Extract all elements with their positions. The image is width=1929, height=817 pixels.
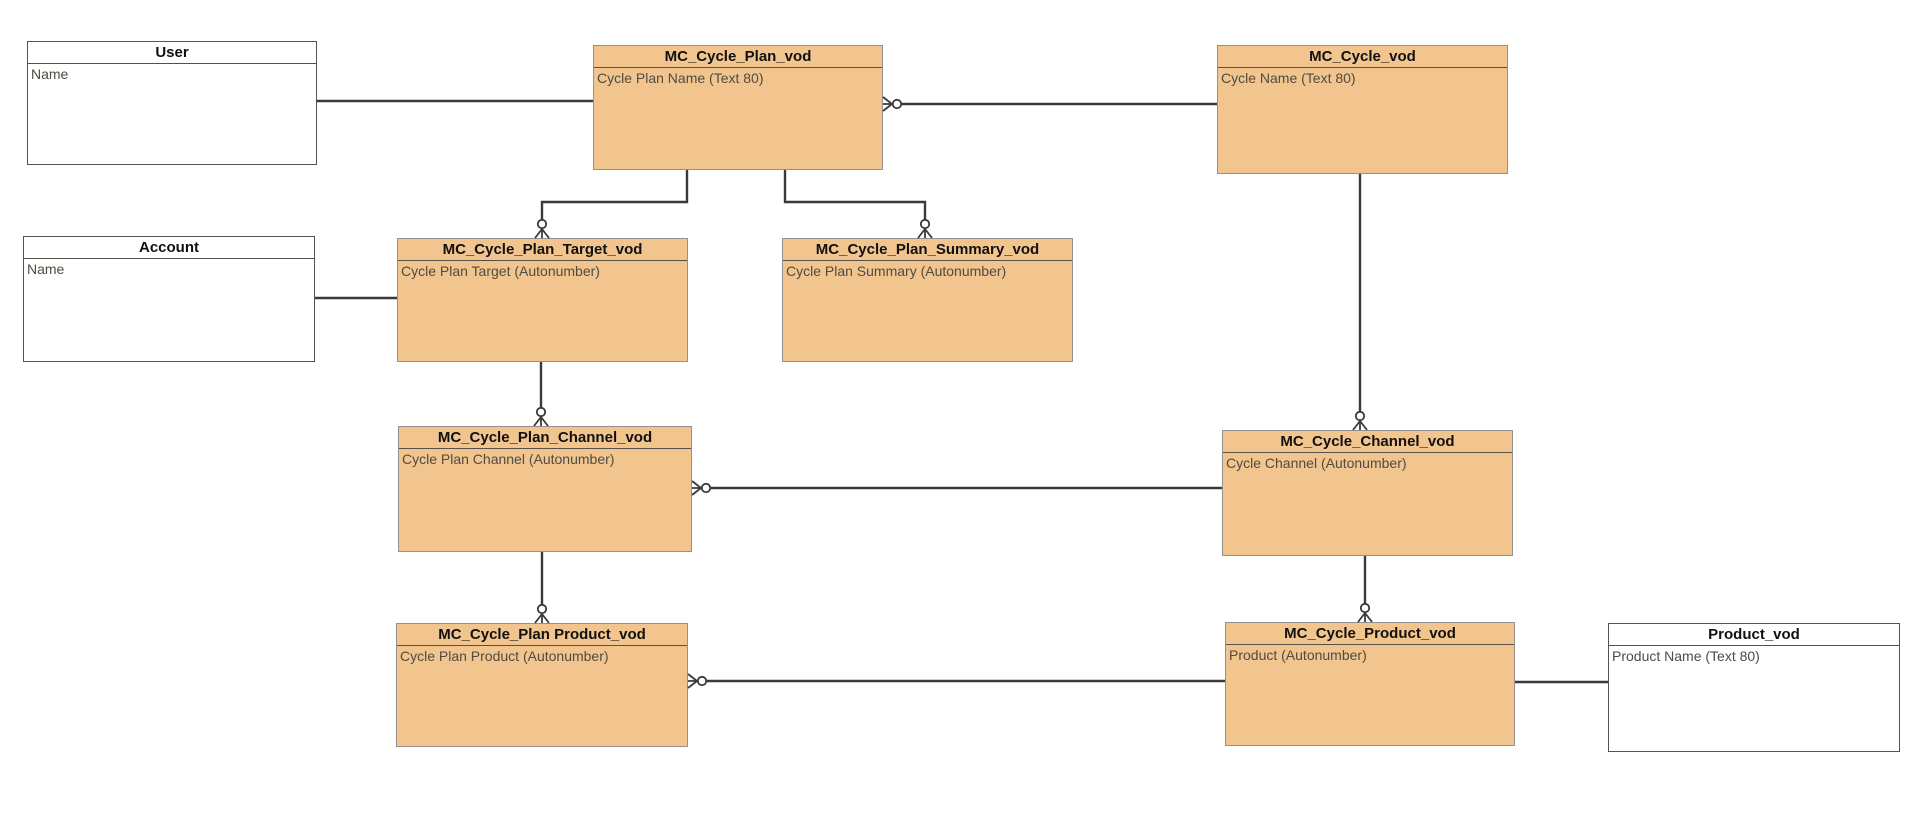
crowfoot-zero-ring-icon	[536, 603, 548, 615]
crowfoot-zero-ring-icon	[1354, 410, 1366, 422]
entity-title: Product_vod	[1609, 624, 1899, 646]
connector-mc_cycle_plan_vod-to-mc_cycle_vod	[882, 96, 1217, 112]
crowfoot-zero-ring-icon	[700, 482, 712, 494]
crowfoot-many-icon	[534, 613, 550, 624]
connector-mc_cycle_plan_vod-to-mc_cycle_plan_summary_vod	[783, 170, 933, 239]
entity-body: Cycle Plan Target (Autonumber)	[398, 261, 687, 282]
entity-field: Cycle Plan Product (Autonumber)	[400, 648, 609, 664]
connector-mc_cycle_vod-to-mc_cycle_channel_vod	[1352, 174, 1368, 431]
entity-field: Product (Autonumber)	[1229, 647, 1367, 663]
entity-body: Cycle Channel (Autonumber)	[1223, 453, 1512, 474]
entity-field: Cycle Plan Target (Autonumber)	[401, 263, 600, 279]
entity-title: MC_Cycle_Product_vod	[1226, 623, 1514, 645]
entity-title: MC_Cycle_Channel_vod	[1223, 431, 1512, 453]
entity-body: Name	[28, 64, 316, 85]
entity-title: MC_Cycle_Plan_Summary_vod	[783, 239, 1072, 261]
crowfoot-many-icon	[533, 416, 549, 427]
entity-body: Product Name (Text 80)	[1609, 646, 1899, 667]
crowfoot-many-icon	[882, 96, 893, 112]
entity-field: Product Name (Text 80)	[1612, 648, 1760, 664]
connector-mc_cycle_plan_target_vod-to-mc_cycle_plan_channel_vod	[533, 362, 549, 427]
entity-title: MC_Cycle_Plan Product_vod	[397, 624, 687, 646]
entity-title: Account	[24, 237, 314, 259]
entity-body: Cycle Plan Summary (Autonumber)	[783, 261, 1072, 282]
entity-body: Cycle Plan Name (Text 80)	[594, 68, 882, 89]
crowfoot-many-icon	[534, 228, 550, 239]
connector-mc_cycle_plan_channel_vod-to-mc_cycle_channel_vod	[691, 480, 1222, 496]
crowfoot-many-icon	[1352, 420, 1368, 431]
entity-field: Cycle Plan Name (Text 80)	[597, 70, 764, 86]
crowfoot-zero-ring-icon	[1359, 602, 1371, 614]
entity-body: Name	[24, 259, 314, 280]
entity-title: MC_Cycle_vod	[1218, 46, 1507, 68]
connector-line	[783, 170, 927, 220]
entity-field: Name	[31, 66, 69, 82]
crowfoot-zero-ring-icon	[535, 406, 547, 418]
entity-body: Cycle Name (Text 80)	[1218, 68, 1507, 89]
crowfoot-many-icon	[691, 480, 702, 496]
crowfoot-many-icon	[917, 228, 933, 239]
crowfoot-zero-ring-icon	[536, 218, 548, 230]
connector-mc_cycle_channel_vod-to-mc_cycle_product_vod	[1357, 556, 1373, 623]
entity-body: Product (Autonumber)	[1226, 645, 1514, 666]
crowfoot-many-icon	[687, 673, 698, 689]
connector-mc_cycle_plan_vod-to-mc_cycle_plan_target_vod	[534, 170, 689, 239]
entity-body: Cycle Plan Product (Autonumber)	[397, 646, 687, 667]
crowfoot-zero-ring-icon	[696, 675, 708, 687]
entity-title: User	[28, 42, 316, 64]
entity-title: MC_Cycle_Plan_Target_vod	[398, 239, 687, 261]
entity-field: Cycle Channel (Autonumber)	[1226, 455, 1407, 471]
connector-mc_cycle_plan_channel_vod-to-mc_cycle_plan_product_vod	[534, 552, 550, 624]
entity-title: MC_Cycle_Plan_vod	[594, 46, 882, 68]
entity-title: MC_Cycle_Plan_Channel_vod	[399, 427, 691, 449]
crowfoot-zero-ring-icon	[891, 98, 903, 110]
connector-line	[540, 170, 689, 220]
entity-field: Cycle Name (Text 80)	[1221, 70, 1356, 86]
entity-body: Cycle Plan Channel (Autonumber)	[399, 449, 691, 470]
connector-mc_cycle_plan_product_vod-to-mc_cycle_product_vod	[687, 673, 1225, 689]
entity-field: Cycle Plan Summary (Autonumber)	[786, 263, 1007, 279]
entity-field: Name	[27, 261, 65, 277]
entity-field: Cycle Plan Channel (Autonumber)	[402, 451, 615, 467]
crowfoot-zero-ring-icon	[919, 218, 931, 230]
crowfoot-many-icon	[1357, 612, 1373, 623]
